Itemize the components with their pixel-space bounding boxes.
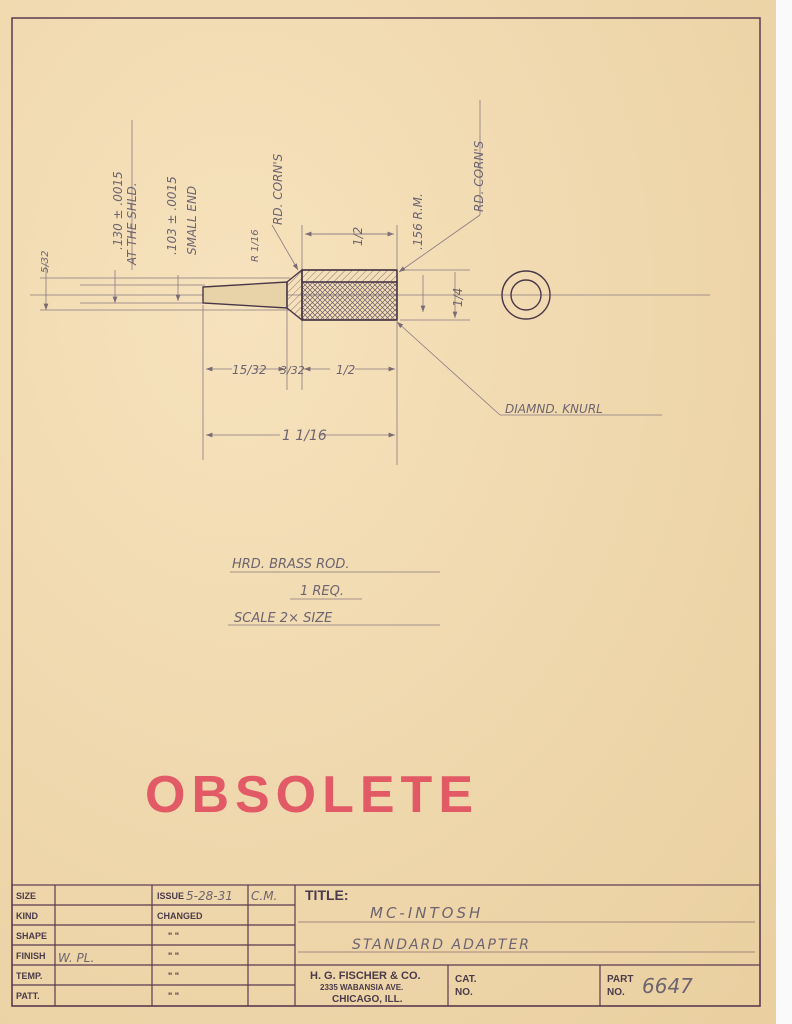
body-section bbox=[301, 269, 398, 283]
ditto-3: " " bbox=[168, 971, 179, 981]
label-kind: KIND bbox=[16, 911, 38, 921]
dim-small-end-note: SMALL END bbox=[185, 186, 199, 255]
note-material: HRD. BRASS ROD. bbox=[232, 557, 350, 572]
label-size: SIZE bbox=[16, 891, 36, 901]
title-line-2: STANDARD ADAPTER bbox=[352, 937, 531, 953]
label-part: PART bbox=[607, 974, 633, 985]
ditto-1: " " bbox=[168, 931, 179, 941]
company-name: H. G. FISCHER & CO. bbox=[310, 970, 421, 982]
label-changed: CHANGED bbox=[157, 911, 203, 921]
ditto-2: " " bbox=[168, 951, 179, 961]
label-issue: ISSUE bbox=[157, 891, 184, 901]
dim-shoulder-dia: .130 ± .0015 bbox=[111, 171, 125, 250]
note-quantity: 1 REQ. bbox=[300, 584, 344, 599]
note-scale: SCALE 2× SIZE bbox=[234, 611, 333, 626]
company-city: CHICAGO, ILL. bbox=[332, 994, 403, 1005]
part-side-view bbox=[202, 268, 398, 322]
dim-body-length-top: 1/2 bbox=[351, 227, 365, 246]
note-knurl: DIAMND. KNURL bbox=[505, 402, 603, 416]
dim-body-dia: 1/4 bbox=[451, 288, 465, 307]
dim-shoulder-note: AT THE SHLD. bbox=[125, 182, 139, 266]
dim-shoulder-length: 3/32 bbox=[280, 364, 305, 377]
title-block-grid bbox=[11, 884, 761, 1007]
sheet-border bbox=[11, 17, 761, 1007]
label-patt: PATT. bbox=[16, 991, 40, 1001]
part-number: 6647 bbox=[642, 974, 693, 998]
dim-rim-dia: .156 R.M. bbox=[411, 193, 425, 250]
shoulder bbox=[286, 268, 303, 322]
obsolete-stamp: OBSOLETE bbox=[145, 766, 473, 824]
knurled-body bbox=[301, 281, 398, 321]
scan-edge bbox=[776, 0, 792, 1024]
label-part-no: NO. bbox=[607, 987, 625, 998]
dim-rd-corners-2: RD. CORN'S bbox=[472, 140, 486, 212]
issue-initials: C.M. bbox=[251, 889, 277, 903]
title-line-1: MC-INTOSH bbox=[370, 904, 483, 922]
dim-small-end-dia: .103 ± .0015 bbox=[165, 176, 179, 255]
company-address: 2335 WABANSIA AVE. bbox=[320, 983, 403, 992]
issue-date: 5-28-31 bbox=[186, 889, 233, 903]
dim-body-length: 1/2 bbox=[336, 363, 355, 377]
dim-tip-length: 15/32 bbox=[232, 363, 267, 377]
dim-fillet-radius: R 1/16 bbox=[250, 229, 261, 262]
label-shape: SHAPE bbox=[16, 931, 47, 941]
dim-overall-length: 1 1/16 bbox=[282, 428, 327, 444]
dim-rd-corners-1: RD. CORN'S bbox=[271, 153, 285, 225]
label-cat: CAT. bbox=[455, 974, 477, 985]
tapered-tip bbox=[202, 281, 288, 309]
label-finish: FINISH bbox=[16, 951, 46, 961]
ditto-4: " " bbox=[168, 991, 179, 1001]
part-end-view bbox=[501, 270, 551, 320]
label-title: TITLE: bbox=[305, 887, 349, 903]
label-cat-no: NO. bbox=[455, 987, 473, 998]
dim-overall-height: 5/32 bbox=[40, 251, 51, 273]
value-finish: W. PL. bbox=[58, 951, 94, 965]
label-temp: TEMP. bbox=[16, 971, 42, 981]
